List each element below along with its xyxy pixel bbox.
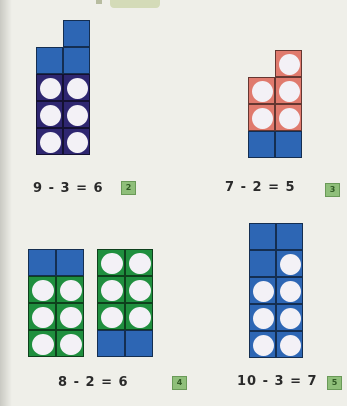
counting-cell bbox=[249, 250, 276, 277]
counting-cell bbox=[276, 304, 303, 331]
counting-cell bbox=[28, 249, 56, 276]
counter-dot bbox=[253, 335, 274, 356]
counter-dot bbox=[252, 81, 273, 102]
counting-cell bbox=[63, 20, 90, 47]
counting-cell bbox=[249, 304, 276, 331]
counting-cell bbox=[63, 47, 90, 74]
equation-1: 9 - 3 = 6 bbox=[33, 181, 104, 196]
counter-dot bbox=[129, 253, 151, 274]
counting-cell bbox=[275, 104, 302, 131]
counting-cell bbox=[275, 131, 302, 158]
counter-dot bbox=[253, 308, 274, 329]
equation-3: 8 - 2 = 6 bbox=[58, 375, 129, 390]
counting-cell bbox=[276, 250, 303, 277]
problem-number-badge-2: 3 bbox=[325, 183, 340, 197]
counting-cell bbox=[36, 101, 63, 128]
top-strip bbox=[110, 0, 160, 8]
problem-number-badge-1: 2 bbox=[121, 181, 136, 195]
counting-cell bbox=[276, 223, 303, 250]
counter-dot bbox=[101, 307, 123, 328]
counter-dot bbox=[253, 281, 274, 302]
counting-cell bbox=[248, 131, 275, 158]
equation-4: 10 - 3 = 7 bbox=[237, 374, 318, 389]
counting-cell bbox=[275, 50, 302, 77]
counter-dot bbox=[67, 78, 88, 99]
counting-cell bbox=[63, 74, 90, 101]
counter-dot bbox=[101, 280, 123, 301]
counter-dot bbox=[279, 108, 300, 129]
ten-frame-3b bbox=[97, 249, 153, 357]
counting-cell bbox=[249, 277, 276, 304]
counting-cell bbox=[125, 303, 153, 330]
counting-cell bbox=[249, 331, 276, 358]
counter-dot bbox=[32, 307, 54, 328]
counting-cell bbox=[275, 77, 302, 104]
counter-dot bbox=[60, 334, 82, 355]
counting-cell bbox=[97, 303, 125, 330]
counter-dot bbox=[60, 307, 82, 328]
counting-cell bbox=[56, 330, 84, 357]
counting-cell bbox=[248, 104, 275, 131]
counting-cell bbox=[56, 249, 84, 276]
ten-frame-2 bbox=[248, 50, 302, 158]
counter-dot bbox=[67, 105, 88, 126]
ten-frame-3a bbox=[28, 249, 84, 357]
counting-cell bbox=[28, 276, 56, 303]
counter-dot bbox=[40, 78, 61, 99]
page-edge bbox=[0, 0, 12, 406]
counter-dot bbox=[40, 132, 61, 153]
ten-frame-4 bbox=[249, 223, 303, 358]
counting-cell bbox=[36, 128, 63, 155]
counter-dot bbox=[32, 280, 54, 301]
counter-dot bbox=[129, 280, 151, 301]
counter-dot bbox=[280, 281, 301, 302]
counting-cell bbox=[248, 77, 275, 104]
counter-dot bbox=[129, 307, 151, 328]
counter-dot bbox=[279, 81, 300, 102]
counting-cell bbox=[276, 277, 303, 304]
counting-cell bbox=[249, 223, 276, 250]
counting-cell bbox=[125, 249, 153, 276]
equation-2: 7 - 2 = 5 bbox=[225, 180, 296, 195]
counter-dot bbox=[280, 254, 301, 275]
counting-cell bbox=[97, 330, 125, 357]
counting-cell bbox=[28, 330, 56, 357]
counting-cell bbox=[97, 276, 125, 303]
counter-dot bbox=[279, 54, 300, 75]
counter-dot bbox=[60, 280, 82, 301]
ten-frame-1 bbox=[36, 20, 90, 155]
counter-dot bbox=[280, 335, 301, 356]
problem-number-badge-4: 5 bbox=[327, 376, 342, 390]
counting-cell bbox=[36, 74, 63, 101]
counting-cell bbox=[63, 128, 90, 155]
counter-dot bbox=[280, 308, 301, 329]
counting-cell bbox=[125, 330, 153, 357]
counting-cell bbox=[276, 331, 303, 358]
counting-cell bbox=[63, 101, 90, 128]
counter-dot bbox=[67, 132, 88, 153]
counting-cell bbox=[97, 249, 125, 276]
counting-cell bbox=[125, 276, 153, 303]
counting-cell bbox=[36, 47, 63, 74]
problem-number-badge-3: 4 bbox=[172, 376, 187, 390]
counting-cell bbox=[56, 303, 84, 330]
counter-dot bbox=[40, 105, 61, 126]
counter-dot bbox=[101, 253, 123, 274]
counting-cell bbox=[28, 303, 56, 330]
counter-dot bbox=[252, 108, 273, 129]
counting-cell bbox=[56, 276, 84, 303]
top-mark bbox=[96, 0, 102, 4]
counter-dot bbox=[32, 334, 54, 355]
